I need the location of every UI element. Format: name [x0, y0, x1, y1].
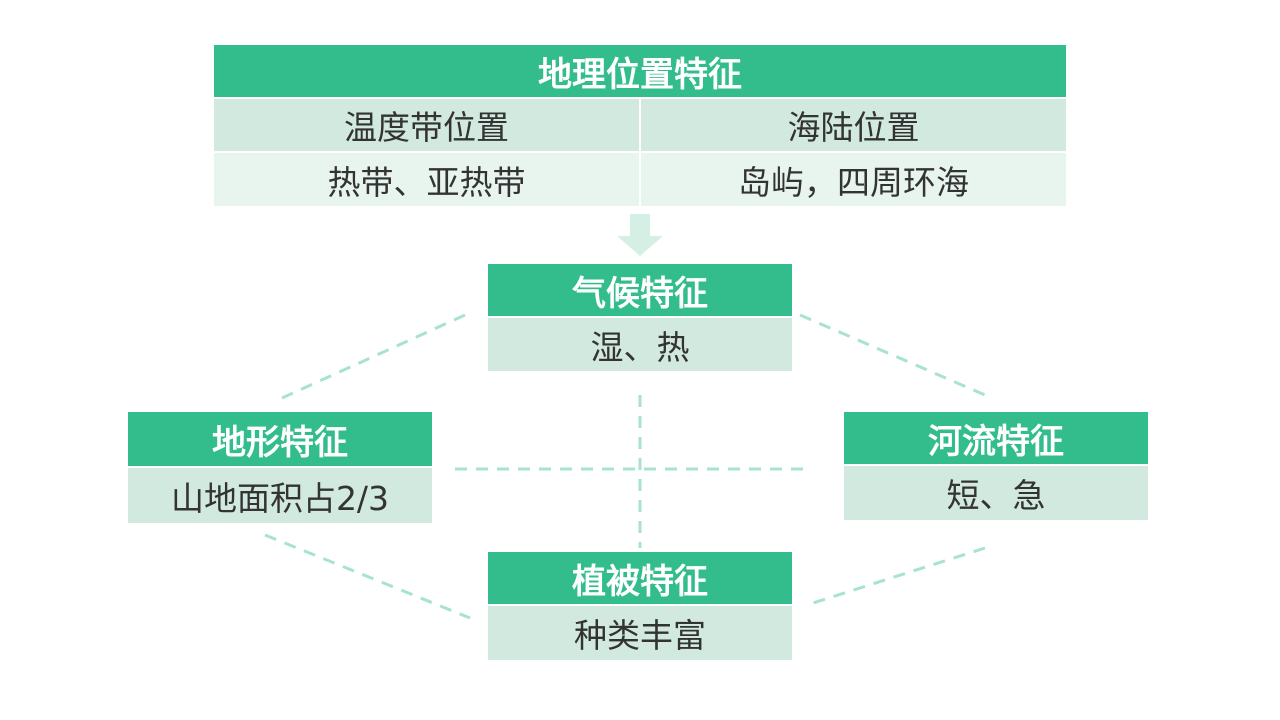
vegetation-title: 植被特征: [488, 552, 792, 604]
river-value: 短、急: [844, 466, 1148, 520]
geo-col1-value: 热带、亚热带: [214, 153, 639, 206]
climate-value: 湿、热: [488, 318, 792, 371]
terrain-title: 地形特征: [128, 412, 432, 466]
geo-title: 地理位置特征: [214, 45, 1066, 97]
vegetation-value: 种类丰富: [488, 606, 792, 660]
geo-col2-value: 岛屿，四周环海: [641, 153, 1066, 206]
geo-col2-header: 海陆位置: [641, 99, 1066, 151]
river-title: 河流特征: [844, 412, 1148, 464]
climate-title: 气候特征: [488, 264, 792, 316]
connector-climate-terrain: [281, 313, 466, 400]
connector-terrain-vegetation: [264, 533, 471, 620]
terrain-value: 山地面积占2/3: [128, 468, 432, 523]
arrow-down-icon: [617, 214, 663, 256]
connector-river-vegetation: [812, 546, 986, 605]
geo-col1-header: 温度带位置: [214, 99, 639, 151]
connector-climate-river: [799, 313, 986, 397]
